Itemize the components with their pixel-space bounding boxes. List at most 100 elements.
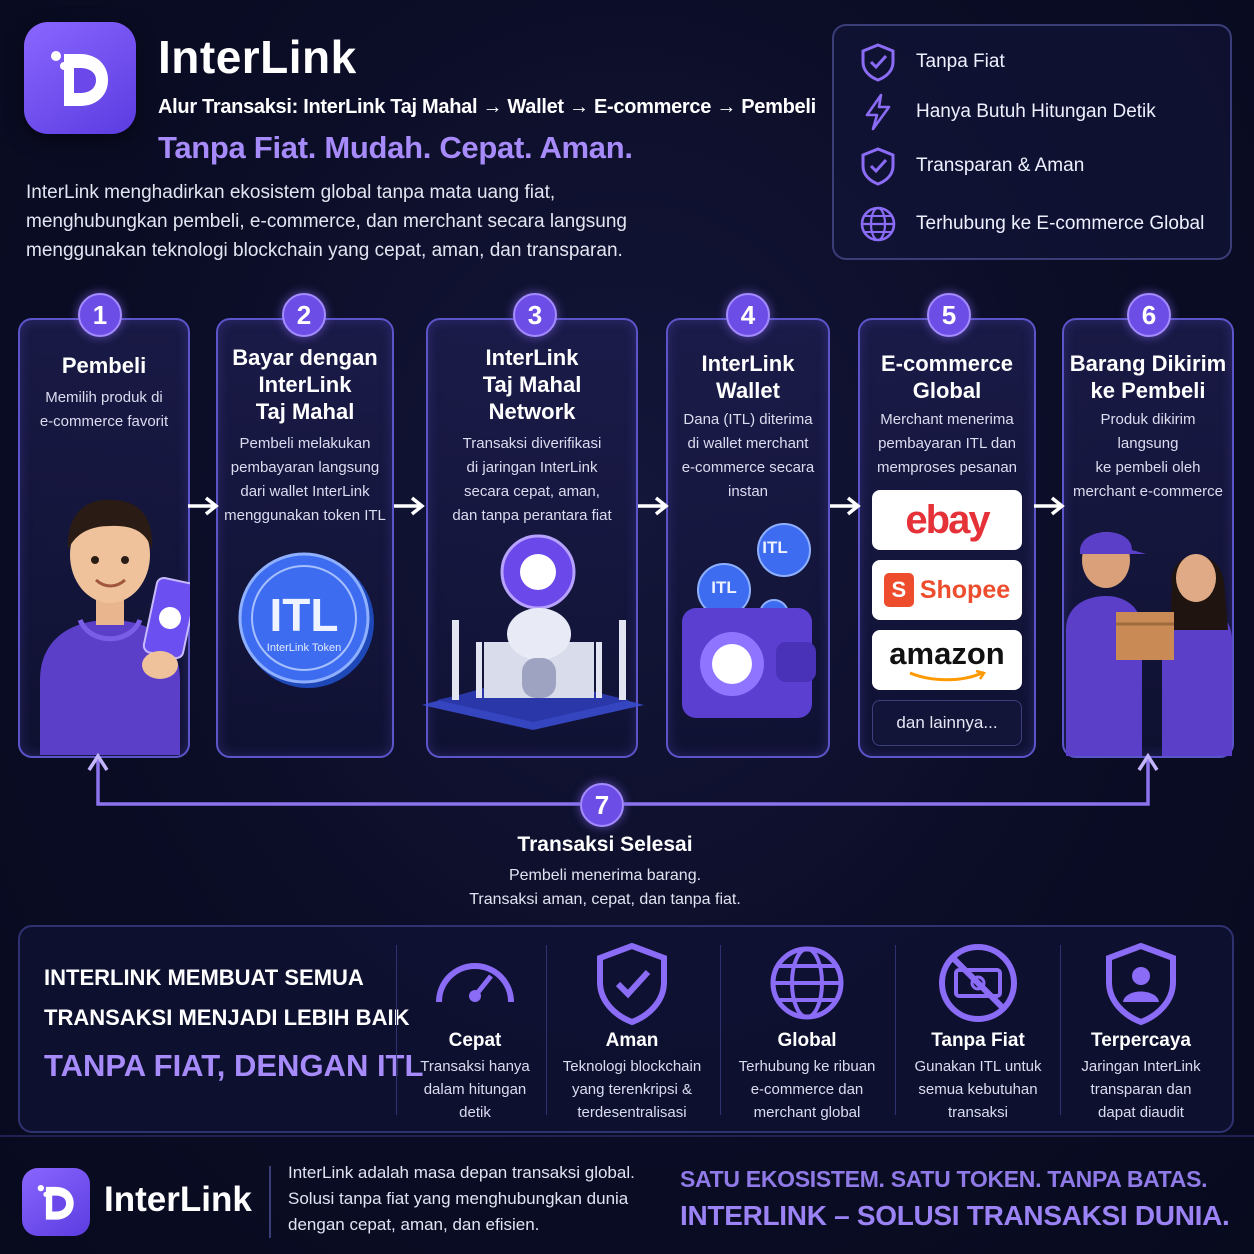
brand-title: InterLink [158,31,357,83]
amazon-logo[interactable]: amazon [872,630,1022,690]
ebay-logo-text: ebay [905,497,990,542]
step-card-6: Barang Dikirim ke Pembeli Produk dikirim… [1062,318,1234,758]
lightning-icon [865,93,891,131]
feature-box: Tanpa Fiat Hanya Butuh Hitungan Detik Tr… [832,24,1232,260]
step-card-2: Bayar dengan InterLink Taj Mahal Pembeli… [216,318,394,758]
footer-slogan-2: INTERLINK – SOLUSI TRANSAKSI DUNIA. [680,1200,1230,1231]
token-symbol: ITL [269,589,339,641]
step-desc: Merchant menerima pembayaran ITL dan mem… [876,411,1018,476]
step-desc: Produk dikirim langsung ke pembeli oleh … [1072,411,1224,500]
step-number-6: 6 [1127,293,1171,337]
ebay-logo[interactable]: ebay [872,490,1022,550]
benefit-title: Tanpa Fiat [931,1030,1025,1051]
completion-loop-connector [87,752,1159,806]
feature-label: Hanya Butuh Hitungan Detik [916,101,1156,122]
flow-subtitle: Alur Transaksi: InterLink Taj Mahal → Wa… [158,96,816,118]
globe-icon [860,206,896,242]
step-number-5: 5 [927,293,971,337]
divider [720,945,721,1115]
divider [1060,945,1061,1115]
benefit-desc: Terhubung ke ribuan e-commerce dan merch… [738,1058,876,1121]
interlink-logo-icon [51,51,108,106]
benefits-heading: INTERLINK MEMBUAT SEMUA TRANSAKSI MENJAD… [44,965,410,1030]
step-number-1: 1 [78,293,122,337]
footer-logo [22,1168,90,1236]
benefit-item: Cepat Transaksi hanya dalam hitungan det… [396,940,554,1124]
benefit-item: Tanpa Fiat Gunakan ITL untuk semua kebut… [899,940,1057,1124]
benefit-desc: Teknologi blockchain yang terenkripsi & … [562,1058,702,1121]
arrow-right-icon [830,496,861,516]
divider [895,945,896,1115]
step-card-4: InterLink Wallet Dana (ITL) diterima di … [666,318,830,758]
benefits-panel [18,925,1234,1133]
itl-coin-illustration [238,552,374,688]
benefit-desc: Transaksi hanya dalam hitungan detik [420,1058,530,1121]
arrow-right-icon [394,496,425,516]
benefit-item: Aman Teknologi blockchain yang terenkrip… [553,940,711,1124]
more-merchants-button[interactable]: dan lainnya... [872,700,1022,746]
taj-mahal-network-illustration [422,534,644,730]
step-title: InterLink Taj Mahal Network [482,345,582,424]
shopee-logo-text: Shopee [919,575,1011,604]
step-card-1: Pembeli Memilih produk di e-commerce fav… [18,318,190,758]
token-caption: InterLink Token [266,642,342,654]
arrow-right-icon [1034,496,1065,516]
tagline: Tanpa Fiat. Mudah. Cepat. Aman. [158,130,633,165]
amazon-smile-icon [909,670,987,682]
step-title: E-commerce Global [880,351,1014,403]
step-card-3: InterLink Taj Mahal Network Transaksi di… [422,318,644,758]
shield-check-icon [861,43,895,82]
step-number-4: 4 [726,293,770,337]
benefit-item: Terpercaya Jaringan InterLink transparan… [1062,940,1220,1124]
step-number-2: 2 [282,293,326,337]
divider [546,945,547,1115]
footer-separator [269,1166,271,1238]
step-desc: Dana (ITL) diterima di wallet merchant e… [681,411,815,500]
shield-check-icon [597,942,667,1026]
benefit-desc: Jaringan InterLink transparan dan dapat … [1081,1058,1201,1121]
feature-item: Transparan & Aman [858,146,1084,186]
wallet-coin-label: ITL [711,578,737,597]
benefit-item: Global Terhubung ke ribuan e-commerce da… [728,940,886,1124]
feature-item: Terhubung ke E-commerce Global [858,204,1204,244]
step-title: Pembeli [61,353,147,378]
shield-check-icon [861,147,895,186]
divider [396,945,397,1115]
feature-label: Tanpa Fiat [916,51,1005,72]
benefit-title: Global [777,1030,837,1051]
footer-divider [0,1135,1254,1137]
step-number-7: 7 [580,783,624,827]
delivery-illustration [1066,532,1232,756]
amazon-logo-text: amazon [889,636,1005,671]
globe-icon [770,946,844,1020]
shopee-logo[interactable]: S Shopee [872,560,1022,620]
wallet-coin-label: ITL [762,538,788,557]
step-title: Bayar dengan InterLink Taj Mahal [232,345,378,424]
footer-slogan-1: SATU EKOSISTEM. SATU TOKEN. TANPA BATAS. [680,1166,1208,1192]
benefit-desc: Gunakan ITL untuk semua kebutuhan transa… [914,1058,1042,1121]
feature-label: Transparan & Aman [916,155,1085,176]
interlink-logo-icon [37,1184,74,1220]
buyer-illustration [40,499,190,755]
arrow-right-icon [188,496,219,516]
step-number-3: 3 [513,293,557,337]
footer-brand: InterLink [104,1180,252,1219]
step-desc: Pembeli melakukan pembayaran langsung da… [224,435,386,524]
feature-label: Terhubung ke E-commerce Global [916,213,1205,234]
intro-paragraph: InterLink menghadirkan ekosistem global … [26,182,627,261]
step-title: Barang Dikirim ke Pembeli [1069,351,1227,403]
footer-desc: InterLink adalah masa depan transaksi gl… [288,1163,635,1234]
speedometer-icon [436,963,514,1003]
wallet-illustration [682,523,816,718]
benefit-title: Terpercaya [1091,1030,1191,1051]
step-card-5: E-commerce Global Merchant menerima pemb… [858,318,1036,758]
interlink-logo [24,22,136,134]
completion-title: Transaksi Selesai [517,833,693,856]
feature-item: Hanya Butuh Hitungan Detik [858,92,1156,132]
arrow-right-icon [638,496,669,516]
feature-item: Tanpa Fiat [858,42,1005,82]
shopee-bag-icon: S [883,573,914,607]
step-title: InterLink Wallet [701,351,795,403]
completion-desc: Pembeli menerima barang. Transaksi aman,… [469,867,741,908]
step-desc: Transaksi diverifikasi di jaringan Inter… [452,435,612,524]
